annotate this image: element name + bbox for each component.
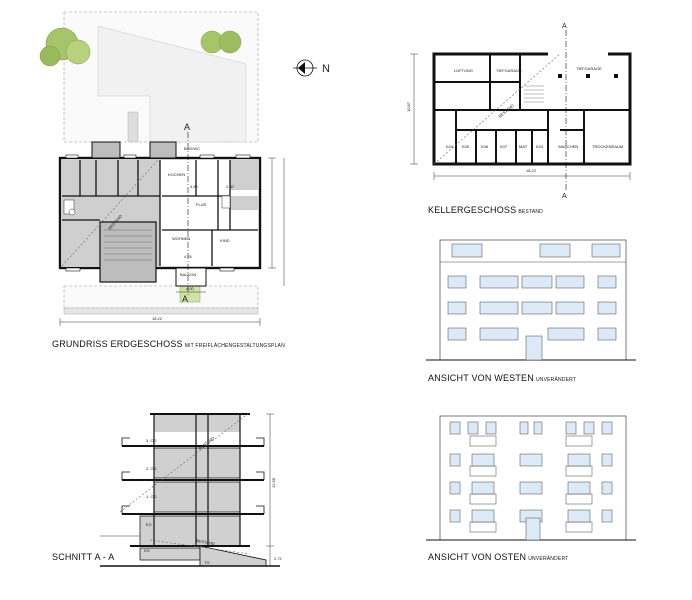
floor-label: 3. OG (146, 438, 157, 443)
street-edge (63, 307, 259, 315)
room-label: K05 (462, 144, 470, 149)
tree-icon (39, 45, 61, 67)
east-elevation-title: ANSICHT VON OSTEN (428, 552, 527, 562)
north-label: N (322, 63, 330, 75)
section-title: SCHNITT A - A (52, 552, 115, 562)
balcony (149, 141, 177, 159)
floor-label: 1. OG (146, 494, 157, 499)
room-label: K07 (500, 144, 508, 149)
room-label: K03 (536, 144, 544, 149)
section-walls (153, 414, 241, 546)
room-label: FLUR (196, 202, 207, 207)
basement-height-dim: 10.87 (406, 101, 411, 112)
dimension-lines (266, 413, 274, 566)
basement-width-dim: 18.22 (526, 168, 537, 173)
facade-windows (447, 275, 617, 341)
bathtub-icon (63, 199, 75, 215)
west-elevation-title: ANSICHT VON WESTEN (428, 373, 534, 383)
floor-plan (39, 11, 285, 326)
dimension-label: 2.80 (226, 184, 235, 189)
section-aa (100, 411, 280, 567)
room-label: TIEFGARAGE (496, 68, 522, 73)
floor-label: TG (204, 560, 210, 565)
room-label: KOCHEN (168, 172, 185, 177)
room-label: K06 (481, 144, 489, 149)
west-elevation (426, 239, 636, 361)
basement-section-marker: A (562, 193, 567, 200)
room-label: BALKON (180, 272, 196, 277)
floor-plan-section-marker: A (182, 294, 188, 304)
floor-plan-width-dim: 18.22 (152, 316, 163, 321)
garage-ramp (199, 545, 267, 567)
tree-icon (65, 39, 91, 65)
dimension-label: 4.76 (184, 254, 193, 259)
facade-balconies (469, 435, 593, 533)
east-elevation-subtitle: UNVERÄNDERT (528, 556, 569, 562)
entrance-door (525, 335, 543, 361)
balcony (175, 267, 207, 287)
basement-walls (434, 54, 630, 164)
floor-label: EG (146, 522, 152, 527)
room-grey (230, 160, 258, 190)
bestand-diagonal (119, 411, 251, 513)
interior-walls (62, 160, 258, 266)
section-ground-dim: 2.72 (274, 556, 283, 561)
west-elevation-subtitle: UNVERÄNDERT (535, 377, 577, 383)
room-label: MAT (519, 144, 528, 149)
facade-windows (449, 421, 613, 435)
section-caption: SCHNITT A - A (52, 552, 114, 562)
room-label: LÜFTUNG (454, 68, 473, 73)
floor-plan-section-marker: A (184, 122, 190, 132)
room-label: WOHNEN (172, 236, 190, 241)
room-label: KIND (220, 238, 230, 243)
section-height-dim: 12.68 (271, 477, 276, 488)
floor-plan-balcony-dim: 4.00 (186, 286, 195, 291)
basement-subtitle: BESTAND (518, 209, 543, 215)
basement-section-marker: A (562, 23, 567, 30)
floor-plan-subtitle: MIT FREIFLÄCHENGESTALTUNGSPLAN (184, 343, 285, 349)
stair-treads (104, 229, 152, 261)
balcony (91, 141, 121, 159)
room-label: BAD/WC (184, 146, 200, 151)
bestand-stamp: BESTAND (196, 538, 215, 546)
floor-label: 2. OG (146, 466, 157, 471)
room-label: K04 (446, 144, 454, 149)
shower-icon (221, 195, 231, 209)
dimension-lines (410, 53, 631, 180)
basement-title: KELLERGESCHOSS (428, 205, 517, 215)
dimension-label: 4.52 (190, 184, 199, 189)
dimension-lines (59, 157, 285, 326)
section-balconies (121, 437, 265, 514)
basement-plan (410, 30, 632, 190)
room-label: TIEFGARAGE (576, 66, 602, 71)
east-elevation (426, 415, 636, 541)
toilet-icon (68, 208, 76, 216)
entrance-door (525, 517, 541, 541)
lower-garden (63, 285, 259, 309)
tree-icon (218, 30, 242, 54)
north-arrow (293, 59, 317, 77)
room-label: TROCKENRAUM (592, 144, 623, 149)
floor-label: KG (144, 548, 150, 553)
room-label: WASCHEN (558, 144, 578, 149)
walkway (127, 111, 139, 143)
floor-plan-title: GRUNDRISS ERDGESCHOSS (52, 339, 183, 349)
room-grey (230, 196, 258, 210)
stair-core (99, 221, 157, 283)
